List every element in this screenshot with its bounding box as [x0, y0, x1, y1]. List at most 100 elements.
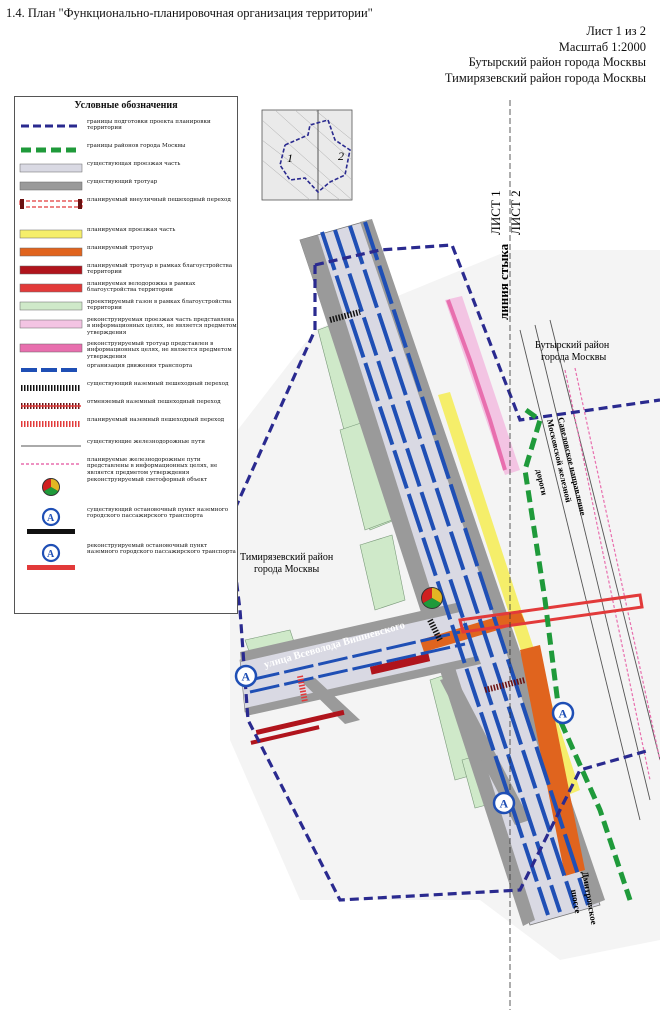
- legend-item: планируемый внеуличный пешеходный перехо…: [15, 197, 237, 223]
- inset-zone-2: 2: [338, 149, 344, 163]
- legend-swatch: [19, 199, 83, 209]
- legend-item: организация движения транспорта: [15, 363, 237, 379]
- legend-swatch: [19, 283, 83, 293]
- legend-label: существующий остановочный пункт наземног…: [87, 507, 229, 520]
- svg-text:А: А: [47, 513, 55, 524]
- legend-swatch: [19, 229, 83, 239]
- legend-label: отменяемый наземный пешеходный переход: [87, 399, 221, 405]
- project-boundary-north: [314, 243, 660, 422]
- legend-label: существующий наземный пешеходный переход: [87, 381, 229, 387]
- legend-item: границы районов города Москвы: [15, 143, 237, 159]
- svg-text:А: А: [559, 707, 568, 721]
- label-sheet-1: ЛИСТ 1: [488, 190, 503, 235]
- legend-item: существующая проезжая часть: [15, 161, 237, 177]
- legend-label: планируемая велодорожка в рамках благоус…: [87, 281, 196, 294]
- crossing-planned: [297, 675, 308, 703]
- legend-label: реконструируемый светофорный объект: [87, 477, 208, 483]
- traffic-signal-icon: [421, 587, 443, 609]
- legend-swatch: [19, 301, 83, 311]
- legend-label: реконструируемый остановочный пункт назе…: [87, 543, 236, 556]
- legend-label: планируемый наземный пешеходный переход: [87, 417, 225, 423]
- bus-stop-icon: А: [492, 791, 516, 815]
- legend-item: отменяемый наземный пешеходный переход: [15, 399, 237, 415]
- planned-railway: [564, 367, 660, 781]
- planned-sidewalk: [520, 645, 585, 876]
- label-highway-2: шоссе: [569, 889, 583, 915]
- legend-item: реконструируемый тротуар представлен в и…: [15, 341, 237, 361]
- legend-swatch: [19, 163, 83, 173]
- location-inset: 1 2: [261, 109, 353, 201]
- project-boundary: [228, 265, 651, 902]
- label-butyrsky-1: Бутырский район: [535, 340, 610, 351]
- bus-stop-icon: А: [551, 701, 575, 725]
- street-sidewalk-north: [240, 603, 460, 662]
- legend-label: границы районов города Москвы: [87, 143, 186, 149]
- legend-swatch: [21, 463, 81, 465]
- legend-swatch: [21, 147, 81, 153]
- legend-label: реконструируемая проезжая часть представ…: [87, 317, 237, 336]
- label-timiryazevsky-2: города Москвы: [254, 564, 320, 575]
- scale: Масштаб 1:2000: [558, 39, 646, 54]
- legend-swatch: [21, 403, 81, 409]
- bus-stop-icon: А: [234, 664, 258, 688]
- page-title: 1.4. План "Функционально-планировочная о…: [6, 6, 373, 20]
- legend-swatch: [19, 343, 83, 353]
- legend-item: проектируемый газон в рамках благоустрой…: [15, 299, 237, 315]
- crossing-cancelled: [484, 677, 526, 693]
- legend-label: границы подготовки проекта планировки те…: [87, 119, 211, 132]
- legend-swatch: [21, 421, 81, 427]
- improvement-sidewalks: [250, 653, 431, 745]
- legend-swatch: А: [27, 543, 75, 570]
- label-sheet-2: ЛИСТ 2: [508, 190, 523, 235]
- legend-item: планируемый наземный пешеходный переход: [15, 417, 237, 433]
- label-butyrsky-2: города Москвы: [541, 352, 607, 363]
- label-junction-line: линия стыка: [496, 243, 511, 320]
- legend-item: планируемая велодорожка в рамках благоус…: [15, 281, 237, 297]
- legend-label: проектируемый газон в рамках благоустрой…: [87, 299, 232, 312]
- legend-label: реконструируемый тротуар представлен в и…: [87, 341, 232, 360]
- legend-title: Условные обозначения: [74, 100, 178, 111]
- side-road-1: [300, 678, 360, 724]
- sheet-number: Лист 1 из 2: [586, 24, 646, 38]
- legend-swatch: [21, 445, 81, 447]
- legend-panel: Условные обозначения границы подготовки …: [14, 96, 238, 614]
- traffic-lanes-street: [249, 630, 466, 694]
- legend-item: реконструируемый светофорный объект: [15, 477, 237, 499]
- legend-item: существующий наземный пешеходный переход: [15, 381, 237, 397]
- district-timiryazevsky: Тимирязевский район города Москвы: [444, 70, 646, 85]
- legend-label: планируемая проезжая часть: [87, 227, 176, 233]
- legend-swatch: [19, 265, 83, 275]
- legend-swatch: А: [27, 507, 75, 534]
- legend-label: планируемый тротуар в рамках благоустрой…: [87, 263, 233, 276]
- svg-text:А: А: [500, 797, 509, 811]
- legend-item: планируемые железнодорожные пути предста…: [15, 457, 237, 479]
- legend-label: существующий тротуар: [87, 179, 158, 185]
- reconstructed-sidewalk: [446, 299, 507, 471]
- legend-item: планируемый тротуар в рамках благоустрой…: [15, 263, 237, 279]
- legend-item: планируемый тротуар: [15, 245, 237, 261]
- legend-item: существующие железнодорожные пути: [15, 439, 237, 455]
- legend-swatch: [21, 385, 81, 391]
- legend-label: планируемые железнодорожные пути предста…: [87, 457, 218, 476]
- legend-label: организация движения транспорта: [87, 363, 193, 369]
- legend-swatch: [21, 368, 81, 372]
- legend-swatch: [19, 247, 83, 257]
- label-timiryazevsky-1: Тимирязевский район: [240, 552, 334, 563]
- legend-swatch: [19, 181, 83, 191]
- sheet-info: Лист 1 из 2 Масштаб 1:2000 Бутырский рай…: [445, 24, 646, 86]
- legend-item: границы подготовки проекта планировки те…: [15, 119, 237, 141]
- legend-item: планируемая проезжая часть: [15, 227, 237, 243]
- legend-label: планируемый внеуличный пешеходный перехо…: [87, 197, 231, 203]
- legend-swatch: [42, 478, 60, 496]
- svg-text:А: А: [47, 549, 55, 560]
- legend-label: существующие железнодорожные пути: [87, 439, 205, 445]
- legend-swatch: [21, 124, 81, 128]
- crossing-existing: [329, 309, 443, 642]
- highway-sidewalk-west: [300, 235, 535, 926]
- district-boundary: [522, 407, 633, 901]
- legend-label: существующая проезжая часть: [87, 161, 181, 167]
- inset-zone-1: 1: [287, 151, 293, 165]
